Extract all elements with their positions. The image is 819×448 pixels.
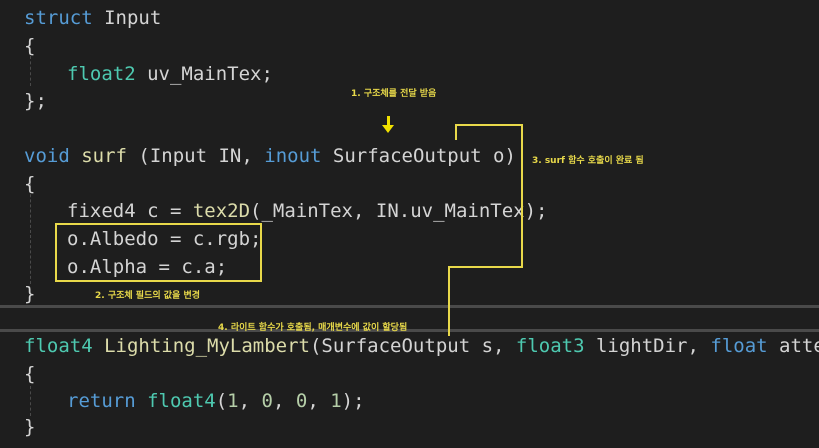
close-brace: } [24,283,36,305]
annotation-1: 1. 구조체를 전달 받음 [351,89,437,99]
function-surf: surf [69,145,127,167]
bracket-top [455,124,523,126]
lighting-params-c: atten) [779,335,819,357]
code-line-12: { [24,361,35,387]
albedo-assign: o.Albedo = c.rgb; [67,228,262,250]
bracket-left [455,124,457,140]
open-brace: { [24,363,36,385]
code-line-5: void surf (Input IN, inout SurfaceOutput… [24,143,516,169]
type-float3: float3 [515,335,585,357]
section-divider [0,305,819,308]
keyword-void: void [24,145,70,167]
code-line-8: o.Albedo = c.rgb; [67,226,261,252]
function-lighting-mylambert: Lighting_MyLambert [92,335,310,357]
type-float4: float4 [24,335,93,357]
bracket-right [521,124,523,268]
code-line-2: { [24,33,35,59]
paren-close: ); [341,390,365,412]
comma: , [307,390,331,412]
code-line-9: o.Alpha = c.a; [67,254,227,280]
surf-params-b: SurfaceOutput o) [321,145,516,167]
field-uv-maintex: uv_MainTex; [135,63,273,85]
keyword-struct: struct [24,7,93,29]
lighting-params-a: (SurfaceOutput s, [309,335,516,357]
keyword-return: return [67,390,136,412]
number-literal: 0 [261,390,273,412]
annotation-4: 4. 라이트 함수가 호출됨, 매개변수에 값이 할당됨 [218,323,408,333]
paren: ( [215,390,228,412]
close-brace: }; [24,90,47,112]
code-line-11: float4 Lighting_MyLambert(SurfaceOutput … [24,333,819,359]
alpha-assign: o.Alpha = c.a; [67,256,228,278]
open-brace: { [24,173,36,195]
fixed4-decl: fixed4 c = [67,200,193,222]
number-literal: 0 [295,390,308,412]
code-line-3: float2 uv_MainTex; [67,61,273,87]
number-literal: 1 [227,390,239,412]
code-line-6: { [24,171,35,197]
highlight-box-fields [55,223,262,282]
number-literal: 1 [330,390,342,412]
type-float2: float2 [67,63,136,85]
indent-guide [30,56,31,86]
keyword-inout: inout [264,145,322,167]
code-line-1: struct Input [24,5,161,31]
bracket-down [448,266,450,336]
lighting-params-b: lightDir, [584,335,711,357]
indent-guide [30,386,31,416]
comma: , [272,390,296,412]
function-float4: float4 [135,390,216,412]
struct-name: Input [92,7,162,29]
code-line-10: } [24,281,35,307]
section-divider [0,329,819,332]
annotation-2: 2. 구조체 필드의 값을 변경 [95,291,201,301]
code-line-14: } [24,414,35,440]
function-tex2d: tex2D [192,200,251,222]
code-line-7: fixed4 c = tex2D(_MainTex, IN.uv_MainTex… [67,198,547,224]
comma: , [238,390,262,412]
indent-guide [30,184,31,284]
open-brace: { [24,35,36,57]
close-brace: } [24,416,36,438]
tex2d-args: (_MainTex, IN.uv_MainTex); [250,200,548,222]
code-line-4: }; [24,88,47,114]
surf-params-a: (Input IN, [126,145,265,167]
annotation-3: 3. surf 함수 호출이 완료 됨 [532,156,644,166]
bracket-bottom [448,266,523,268]
keyword-float: float [710,335,768,357]
code-line-13: return float4(1, 0, 0, 1); [67,388,365,414]
